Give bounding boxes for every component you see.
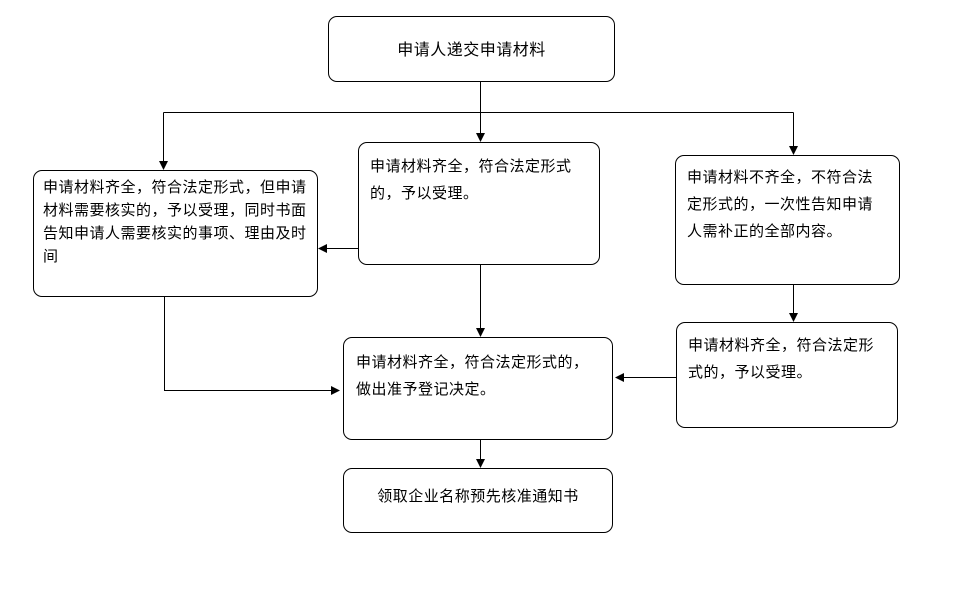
flow-node-accept: 申请材料齐全，符合法定形式的，予以受理。	[358, 142, 600, 265]
connector-submit-to-accept	[476, 82, 485, 142]
flow-node-accept-label: 申请材料齐全，符合法定形式的，予以受理。	[370, 157, 572, 202]
connector-verify-to-decision	[164, 297, 340, 395]
flow-node-resubmit-accept: 申请材料齐全，符合法定形式的，予以受理。	[676, 322, 898, 428]
connector-decision-to-receive	[476, 440, 485, 468]
connector-accept-to-verify	[318, 244, 358, 253]
flow-node-receive: 领取企业名称预先核准通知书	[343, 468, 613, 533]
flow-node-verify-label: 申请材料齐全，符合法定形式，但申请材料需要核实的，予以受理，同时书面告知申请人需…	[43, 178, 307, 265]
flow-node-incomplete: 申请材料不齐全，不符合法定形式的，一次性告知申请人需补正的全部内容。	[675, 155, 900, 285]
connector-accept-to-decision	[476, 265, 485, 337]
connector-branch-to-incomplete	[789, 112, 798, 155]
connector-branch-to-verify	[159, 112, 168, 170]
flow-node-decision: 申请材料齐全，符合法定形式的，做出准予登记决定。	[343, 337, 613, 440]
flow-node-submit: 申请人递交申请材料	[328, 16, 615, 82]
flow-node-receive-label: 领取企业名称预先核准通知书	[377, 487, 579, 505]
flow-node-decision-label: 申请材料齐全，符合法定形式的，做出准予登记决定。	[356, 353, 589, 398]
flow-node-incomplete-label: 申请材料不齐全，不符合法定形式的，一次性告知申请人需补正的全部内容。	[687, 168, 874, 240]
connector-resubmit-to-decision	[615, 373, 676, 382]
flow-node-resubmit-accept-label: 申请材料齐全，符合法定形式的，予以受理。	[688, 336, 875, 381]
connector-incomplete-to-resubmit	[789, 285, 798, 322]
flow-node-verify: 申请材料齐全，符合法定形式，但申请材料需要核实的，予以受理，同时书面告知申请人需…	[33, 170, 318, 297]
flow-node-submit-label: 申请人递交申请材料	[397, 39, 546, 59]
